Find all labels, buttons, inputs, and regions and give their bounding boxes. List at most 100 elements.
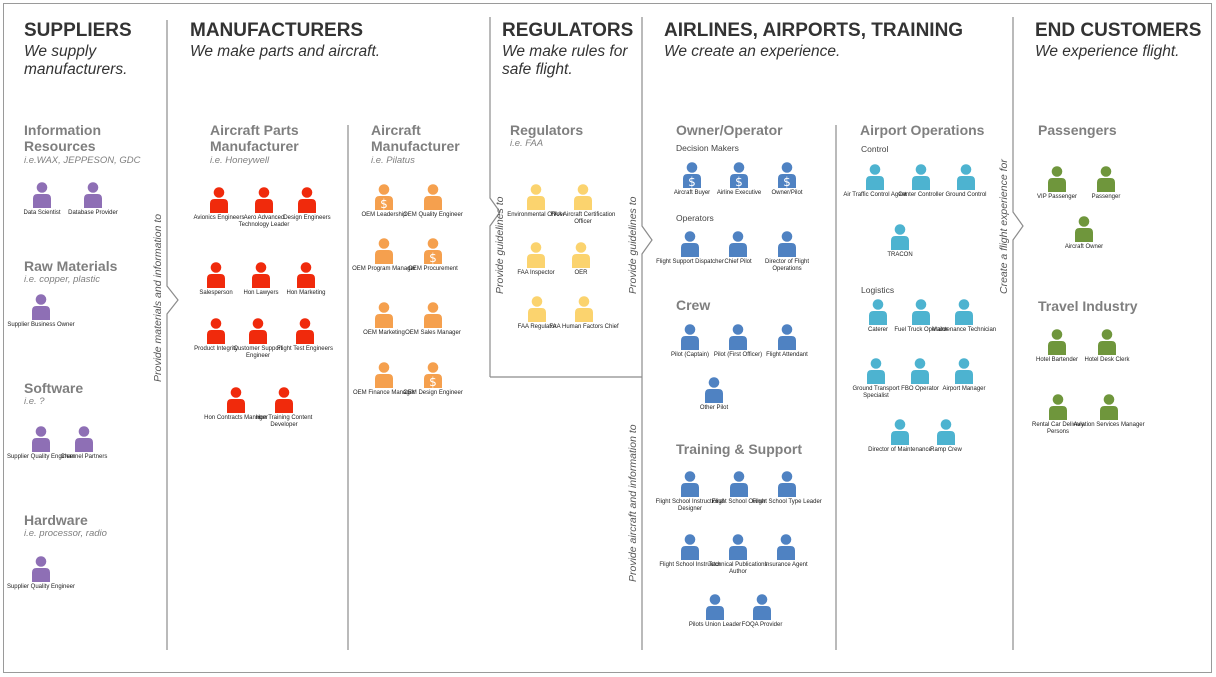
group-title-travel-industry: Travel Industry (1038, 298, 1138, 314)
person-label: Supplier Quality Engineer (6, 454, 76, 460)
person-label: Ground Transport Specialist (852, 386, 900, 399)
dollar-sign-glyph: $ (688, 175, 696, 188)
person-icon (32, 556, 50, 582)
person-label: OEM Program Manager (352, 266, 416, 272)
person-chief-pilot: Chief Pilot (702, 231, 774, 266)
person-label: FAA Aircraft Certification Officer (550, 212, 616, 225)
person-label: OEM Quality Engineer (403, 212, 463, 218)
person-label: Hotel Bartender (1035, 357, 1079, 363)
person-label: Product Integrity (194, 346, 238, 352)
person-pilot-first-officer: Pilot (First Officer) (702, 324, 774, 359)
person-icon (32, 294, 50, 320)
person-label: Pilot (Captain) (670, 352, 709, 358)
flow-label-suppliers-to-manufacturers: Provide materials and information to (152, 213, 164, 382)
person-label: Rental Car Delivery Persons (1031, 422, 1085, 435)
person-aero-advanced-technology-leader: Aero Advanced Technology Leader (228, 187, 300, 229)
person-center-controller: Center Controller (885, 164, 957, 199)
person-icon (912, 164, 930, 190)
diagram-frame (3, 3, 1212, 673)
person-oem-design-engineer: $OEM Design Engineer (397, 362, 469, 397)
person-oem-leadership: $OEM Leadership (348, 184, 420, 219)
person-icon (207, 318, 225, 344)
section-heading-decision-makers: Decision Makers (676, 143, 739, 153)
person-label: Channel Partners (60, 454, 108, 460)
person-label: Flight School Instructional Designer (655, 499, 725, 512)
person-hotel-desk-clerk: Hotel Desk Clerk (1071, 329, 1143, 364)
person-icon (730, 471, 748, 497)
group-title-passengers: Passengers (1038, 122, 1117, 138)
person-environmental-officer: Environmental Officer (500, 184, 572, 219)
person-icon (1048, 329, 1066, 355)
group-subtitle-aircraft-manufacturer: i.e. Pilatus (371, 155, 415, 166)
person-icon (778, 324, 796, 350)
person-icon (227, 387, 245, 413)
person-icon (210, 187, 228, 213)
person-flight-test-engineers: Flight Test Engineers (269, 318, 341, 353)
person-label: Caterer (867, 327, 888, 333)
group-subtitle-software: i.e. ? (24, 396, 45, 407)
person-label: Aircraft Buyer (673, 190, 711, 196)
column-title-airlines: AIRLINES, AIRPORTS, TRAINING (664, 20, 964, 41)
group-title-training-support: Training & Support (676, 441, 802, 457)
person-label: OEM Finance Manager (352, 390, 416, 396)
person-aircraft-owner: Aircraft Owner (1048, 216, 1120, 251)
person-label: TRACON (887, 252, 913, 258)
person-icon (778, 231, 796, 257)
person-icon (296, 318, 314, 344)
person-icon (252, 262, 270, 288)
dollar-sign-glyph: $ (380, 197, 388, 210)
person-icon (1049, 394, 1067, 420)
person-pilots-union-leader: Pilots Union Leader (679, 594, 751, 629)
group-subtitle-aircraft-parts-manufacturer: i.e. Honeywell (210, 155, 270, 166)
person-label: Aero Advanced Technology Leader (238, 215, 290, 228)
person-icon (75, 426, 93, 452)
person-label: Flight Support Dispatcher (656, 259, 724, 265)
person-flight-school-type-leader: Flight School Type Leader (751, 471, 823, 506)
person-icon (706, 594, 724, 620)
person-icon (681, 471, 699, 497)
person-fuel-truck-operator: Fuel Truck Operator (885, 299, 957, 334)
person-airline-executive: $Airline Executive (703, 162, 775, 197)
person-dollar-icon: $ (683, 162, 701, 188)
person-passenger: Passenger (1070, 166, 1142, 201)
person-label: Hon Training Content Developer (255, 415, 313, 428)
person-director-of-maintenance: Director of Maintenance (864, 419, 936, 454)
person-label: Flight Attendant (766, 352, 808, 358)
person-label: Passenger (1091, 194, 1121, 200)
person-salesperson: Salesperson (180, 262, 252, 297)
person-icon (955, 358, 973, 384)
person-oem-sales-manager: OEM Sales Manager (397, 302, 469, 337)
person-label: FAA Regulator (517, 324, 557, 330)
column-tagline-regulators: We make rules for safe flight. (502, 43, 628, 78)
group-title-raw-materials: Raw Materials (24, 258, 118, 274)
person-label: FAA Human Factors Chief (549, 324, 619, 330)
divider-suppliers-manufacturers (166, 20, 179, 650)
person-icon (574, 184, 592, 210)
person-label: Owner/Pilot (771, 190, 803, 196)
person-icon (572, 242, 590, 268)
person-label: Hon Marketing (286, 290, 326, 296)
person-icon (424, 302, 442, 328)
person-label: Database Provider (68, 210, 118, 216)
person-label: Fuel Truck Operator (894, 327, 948, 333)
section-heading-operators: Operators (676, 213, 714, 223)
dollar-sign-glyph: $ (429, 251, 437, 264)
person-icon (424, 184, 442, 210)
person-label: Salesperson (199, 290, 233, 296)
person-fbo-operator: FBO Operator (884, 358, 956, 393)
person-channel-partners: Channel Partners (48, 426, 120, 461)
person-oem-finance-manager: OEM Finance Manager (348, 362, 420, 397)
person-icon (527, 184, 545, 210)
person-icon (681, 231, 699, 257)
person-rental-car-delivery-persons: Rental Car Delivery Persons (1022, 394, 1094, 436)
person-label: FOQA Provider (741, 622, 783, 628)
person-faa-regulator: FAA Regulator (501, 296, 573, 331)
person-icon (937, 419, 955, 445)
person-dollar-icon: $ (375, 184, 393, 210)
person-dollar-icon: $ (424, 238, 442, 264)
person-label: Flight School Instructor (659, 562, 721, 568)
person-label: Air Traffic Control Agent (843, 192, 907, 198)
person-flight-school-instructor: Flight School Instructor (654, 534, 726, 569)
person-label: Pilots Union Leader (688, 622, 742, 628)
